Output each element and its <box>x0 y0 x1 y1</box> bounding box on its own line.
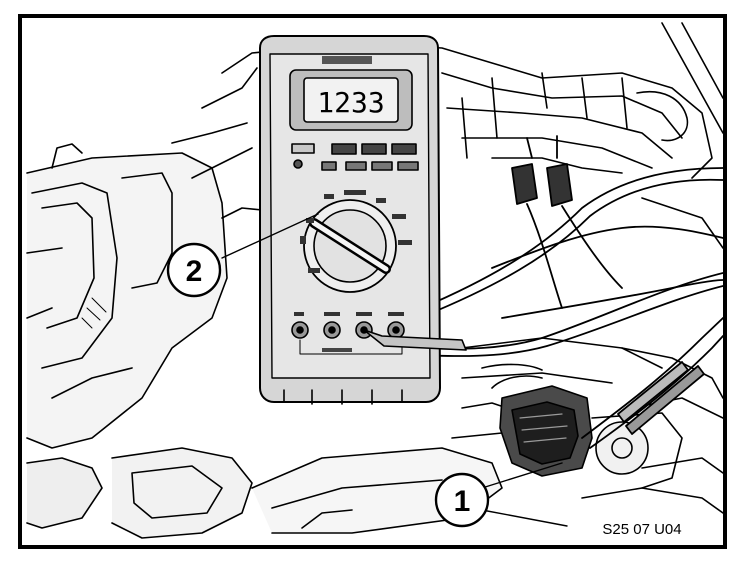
diagram-canvas: 1233 2 1 S25 07 U04 <box>26 22 723 539</box>
callout-leaders <box>221 213 568 527</box>
callout-2-label: 2 <box>186 255 203 288</box>
callout-1: 1 <box>434 472 490 528</box>
technical-illustration: 1233 2 1 S25 07 U04 <box>18 14 727 549</box>
probe-leads <box>381 135 723 449</box>
wiring-connector <box>481 363 593 477</box>
multimeter <box>259 35 467 405</box>
callout-2: 2 <box>166 242 222 298</box>
meter-display-reading: 1233 <box>317 86 384 119</box>
figure-code: S25 07 U04 <box>602 521 681 538</box>
callout-1-label: 1 <box>454 485 471 518</box>
